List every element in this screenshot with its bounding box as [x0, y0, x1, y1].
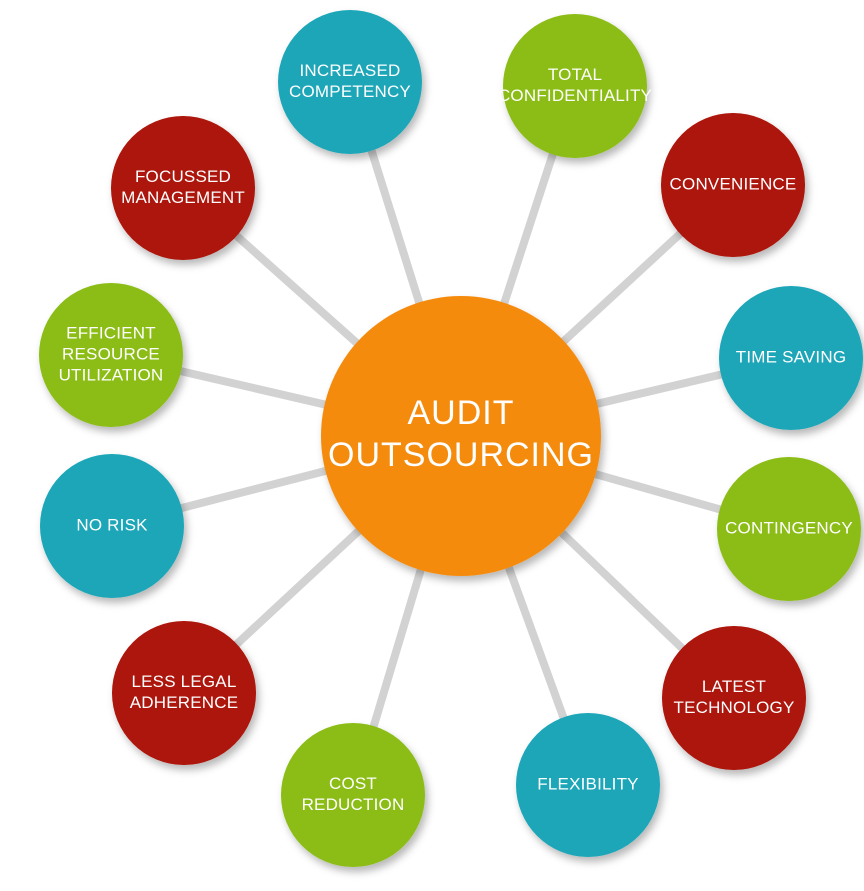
node-cost-reduction: COST REDUCTION: [281, 723, 425, 867]
node-circle-time-saving: [719, 286, 863, 430]
node-circle-flexibility: [516, 713, 660, 857]
node-label-flexibility: FLEXIBILITY: [537, 774, 638, 793]
node-focussed-management: FOCUSSED MANAGEMENT: [111, 116, 255, 260]
node-circle-latest-technology: [662, 626, 806, 770]
node-label-time-saving: TIME SAVING: [736, 347, 847, 366]
node-circle-no-risk: [40, 454, 184, 598]
node-efficient-resource-utilization: EFFICIENT RESOURCE UTILIZATION: [39, 283, 183, 427]
node-label-focussed-management: MANAGEMENT: [121, 188, 245, 207]
node-circle-total-confidentiality: [503, 14, 647, 158]
node-circle-focussed-management: [111, 116, 255, 260]
center-title: OUTSOURCING: [328, 436, 594, 474]
node-label-focussed-management: FOCUSSED: [135, 167, 231, 186]
node-less-legal-adherence: LESS LEGAL ADHERENCE: [112, 621, 256, 765]
node-time-saving: TIME SAVING: [719, 286, 863, 430]
node-circle-convenience: [661, 113, 805, 257]
node-contingency: CONTINGENCY: [717, 457, 861, 601]
node-no-risk: NO RISK: [40, 454, 184, 598]
node-convenience: CONVENIENCE: [661, 113, 805, 257]
node-label-no-risk: NO RISK: [76, 515, 148, 534]
node-label-increased-competency: INCREASED: [300, 61, 401, 80]
center-title: AUDIT: [408, 394, 515, 432]
node-increased-competency: INCREASED COMPETENCY: [278, 10, 422, 154]
node-label-less-legal-adherence: ADHERENCE: [130, 693, 239, 712]
node-label-total-confidentiality: CONFIDENTIALITY: [498, 86, 652, 105]
benefit-nodes: INCREASED COMPETENCY TOTAL CONFIDENTIALITY C…: [39, 10, 863, 867]
node-circle-increased-competency: [278, 10, 422, 154]
node-label-total-confidentiality: TOTAL: [548, 65, 602, 84]
node-label-less-legal-adherence: LESS LEGAL: [131, 672, 236, 691]
node-total-confidentiality: TOTAL CONFIDENTIALITY: [498, 14, 652, 158]
node-circle-contingency: [717, 457, 861, 601]
node-circle-cost-reduction: [281, 723, 425, 867]
node-circle-less-legal-adherence: [112, 621, 256, 765]
node-label-cost-reduction: REDUCTION: [302, 795, 405, 814]
node-label-latest-technology: LATEST: [702, 677, 766, 696]
node-latest-technology: LATEST TECHNOLOGY: [662, 626, 806, 770]
node-label-convenience: CONVENIENCE: [670, 174, 797, 193]
node-circle-efficient-resource-utilization: [39, 283, 183, 427]
node-label-latest-technology: TECHNOLOGY: [673, 698, 794, 717]
node-flexibility: FLEXIBILITY: [516, 713, 660, 857]
node-label-efficient-resource-utilization: UTILIZATION: [59, 365, 164, 384]
node-label-contingency: CONTINGENCY: [725, 518, 853, 537]
center-hub: AUDIT OUTSOURCING: [321, 296, 601, 576]
node-label-increased-competency: COMPETENCY: [289, 82, 411, 101]
node-label-cost-reduction: COST: [329, 774, 377, 793]
center-circle: [321, 296, 601, 576]
node-label-efficient-resource-utilization: EFFICIENT: [66, 323, 156, 342]
node-label-efficient-resource-utilization: RESOURCE: [62, 344, 160, 363]
